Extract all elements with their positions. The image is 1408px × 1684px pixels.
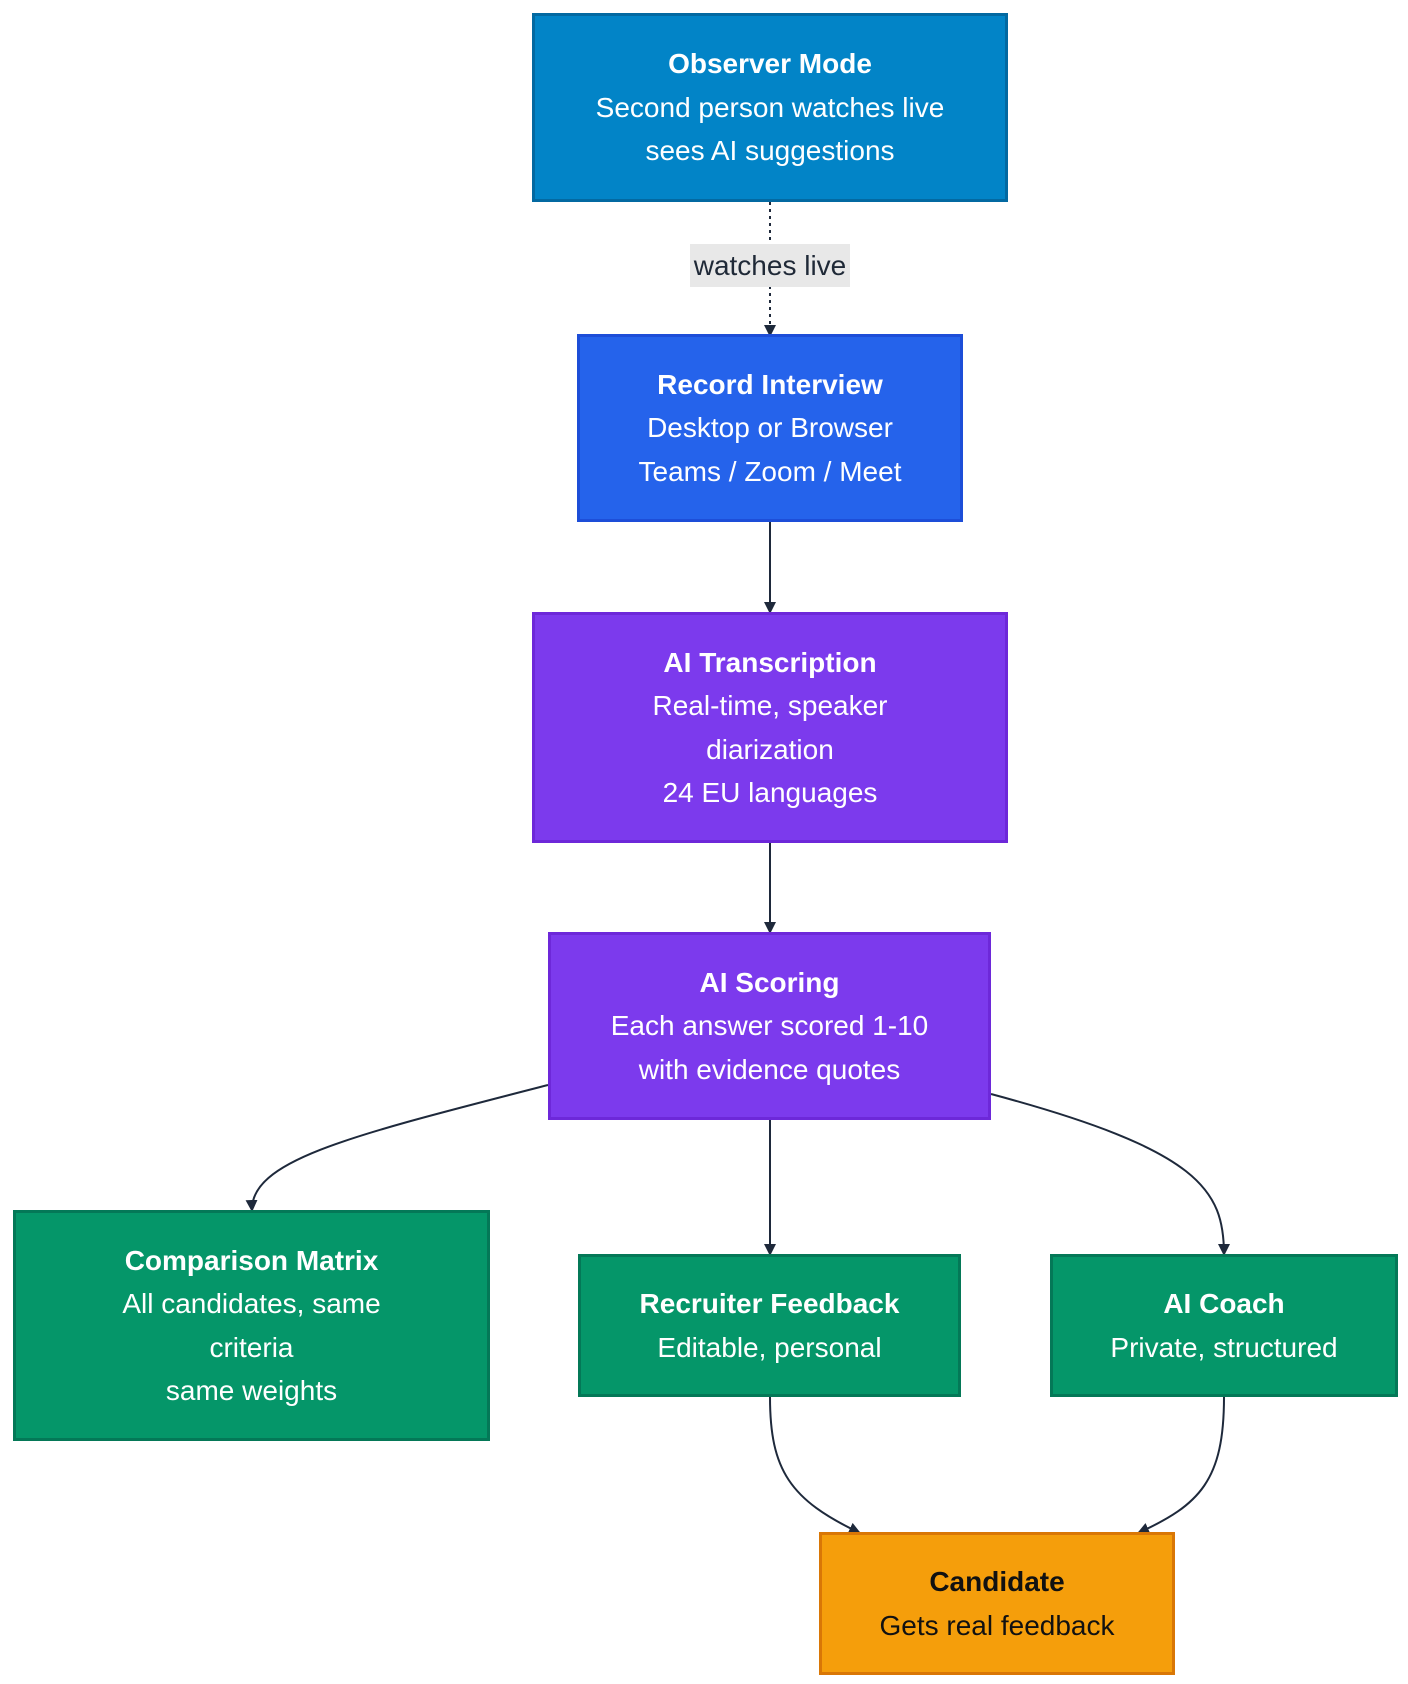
- ai-coach-node: AI Coach Private, structured: [1050, 1254, 1398, 1397]
- edge-scoring-to-coach: [990, 1093, 1230, 1256]
- node-title: Observer Mode: [668, 48, 872, 80]
- node-title: Record Interview: [657, 368, 883, 400]
- node-title: Comparison Matrix: [124, 1244, 379, 1276]
- node-title: AI Scoring: [699, 966, 840, 998]
- node-text-line: 24 EU languages: [662, 777, 878, 808]
- node-text-line: Private, structured: [1110, 1331, 1338, 1363]
- node-text-line: Editable, personal: [657, 1331, 882, 1363]
- edge-feedback-to-candidate: [769, 1396, 861, 1534]
- edge-label-watches-live: watches live: [690, 244, 850, 287]
- node-text-line: sees AI suggestions: [645, 135, 895, 167]
- node-text-line: criteria: [209, 1331, 294, 1363]
- node-text-line: Desktop or Browser: [647, 412, 893, 444]
- node-text-line: Gets real feedback: [879, 1609, 1115, 1641]
- node-title: Candidate: [929, 1566, 1065, 1597]
- node-text-line: All candidates, same: [122, 1288, 381, 1319]
- node-title: AI Transcription: [663, 646, 877, 678]
- candidate-node: Candidate Gets real feedback: [819, 1532, 1175, 1675]
- node-text-line: same weights: [165, 1375, 338, 1406]
- edge-scoring-to-matrix: [245, 1084, 549, 1212]
- observer-mode-node: Observer Mode Second person watches live…: [532, 13, 1008, 202]
- comparison-matrix-node: Comparison Matrix All candidates, same c…: [13, 1210, 490, 1441]
- ai-scoring-node: AI Scoring Each answer scored 1-10 with …: [548, 932, 991, 1120]
- ai-transcription-node: AI Transcription Real-time, speaker diar…: [532, 612, 1008, 843]
- node-text-line: Real-time, speaker: [652, 690, 888, 721]
- node-text-line: diarization: [706, 733, 834, 765]
- node-text-line: Second person watches live: [595, 91, 945, 123]
- node-text-line: Each answer scored 1-10: [610, 1010, 929, 1042]
- node-title: Recruiter Feedback: [639, 1288, 900, 1319]
- node-text-line: Teams / Zoom / Meet: [638, 455, 902, 487]
- node-title: AI Coach: [1163, 1288, 1285, 1319]
- node-text-line: with evidence quotes: [638, 1053, 901, 1085]
- recruiter-feedback-node: Recruiter Feedback Editable, personal: [578, 1254, 961, 1397]
- edge-coach-to-candidate: [1137, 1396, 1225, 1534]
- record-interview-node: Record Interview Desktop or Browser Team…: [577, 334, 963, 522]
